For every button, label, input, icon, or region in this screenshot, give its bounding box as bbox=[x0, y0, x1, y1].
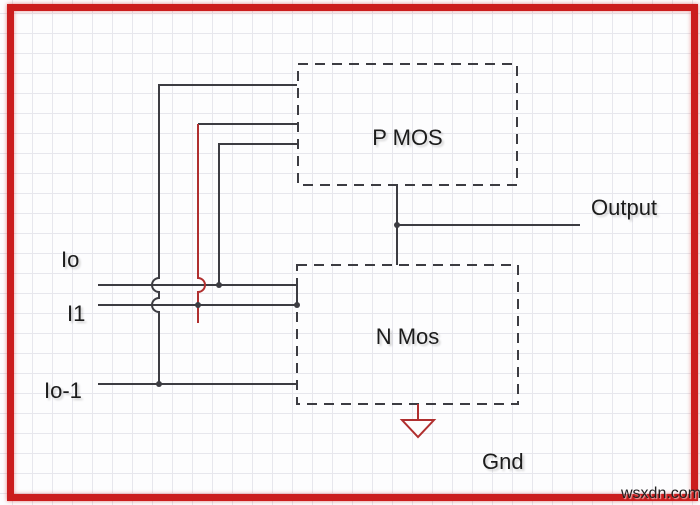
output-label: Output bbox=[591, 195, 658, 220]
junction-dot bbox=[216, 282, 222, 288]
wire-red-vertical-with-hop bbox=[197, 124, 206, 323]
junction-dots bbox=[156, 222, 400, 387]
pmos-block-outline bbox=[297, 63, 518, 186]
pmos-label: P MOS bbox=[372, 125, 443, 150]
gnd-label: Gnd bbox=[482, 449, 524, 474]
watermark-text: wsxdn.com bbox=[621, 485, 700, 502]
input-label-io-1: Io-1 bbox=[44, 378, 82, 403]
junction-dot bbox=[195, 302, 201, 308]
junction-dot bbox=[294, 302, 300, 308]
input-label-i1: I1 bbox=[67, 301, 86, 326]
input-label-io: Io bbox=[61, 247, 80, 272]
ground-icon bbox=[399, 404, 437, 439]
ground-triangle bbox=[399, 419, 437, 439]
nmos-block-outline bbox=[296, 264, 519, 405]
wire-left-vertical-with-hops bbox=[151, 84, 297, 384]
nmos-label: N Mos bbox=[375, 324, 440, 349]
wire-pmos-lower-branch bbox=[218, 143, 297, 285]
junction-dot bbox=[394, 222, 400, 228]
wire-input-io bbox=[98, 284, 298, 305]
junction-dot bbox=[156, 381, 162, 387]
